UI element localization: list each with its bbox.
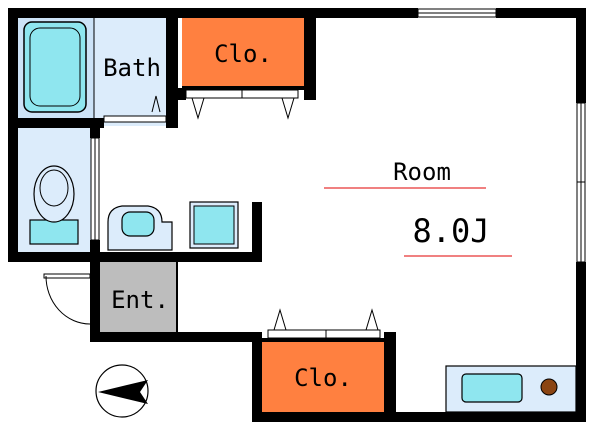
kitchen-sink-icon xyxy=(461,373,523,403)
top-window xyxy=(417,8,497,18)
entrance-door[interactable] xyxy=(43,273,91,325)
toilet-door[interactable] xyxy=(90,137,100,241)
bathtub-icon xyxy=(23,21,87,113)
compass-north-arrow-icon xyxy=(95,364,149,418)
entrance-label: Ent. xyxy=(111,286,169,314)
kitchen-counter xyxy=(445,365,577,413)
washing-machine-icon xyxy=(189,201,239,249)
closet-top xyxy=(182,18,304,120)
bath-label: Bath xyxy=(103,54,161,82)
stove-burner-icon xyxy=(540,378,558,396)
entrance-step xyxy=(176,262,178,332)
toilet-icon xyxy=(29,165,79,245)
room-label: Room xyxy=(393,158,451,186)
right-window xyxy=(576,102,586,263)
closet-bottom-label: Clo. xyxy=(294,364,352,392)
walls xyxy=(8,8,586,422)
entrance-floor xyxy=(100,262,176,332)
room-size: 8.0J xyxy=(412,212,489,250)
closet-bottom xyxy=(262,308,384,412)
closet-top-label: Clo. xyxy=(214,40,272,68)
washbasin-icon xyxy=(107,205,173,251)
bath-door[interactable] xyxy=(103,95,167,123)
